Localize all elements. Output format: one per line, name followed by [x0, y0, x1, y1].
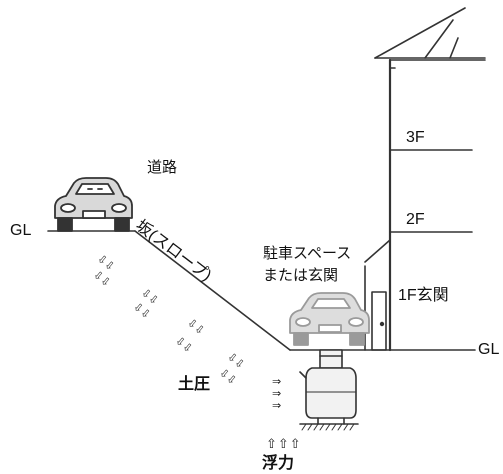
- car-in-parking: [289, 292, 370, 346]
- lateral-pressure-arrow: ⇒: [272, 400, 282, 412]
- parking-label-line2: または玄関: [263, 267, 339, 284]
- earth-pressure-label: 土圧: [178, 376, 211, 393]
- gl-left-label: GL: [10, 222, 32, 239]
- buoyancy-arrows: ⇧⇧⇧: [266, 436, 302, 451]
- gl-right-label: GL: [478, 341, 500, 358]
- car-on-road: [54, 177, 133, 232]
- lateral-pressure-arrow: ⇒: [272, 376, 282, 388]
- road-label: 道路: [147, 159, 178, 176]
- house: [364, 7, 486, 352]
- slope-line: [134, 230, 291, 351]
- lateral-pressure-arrow: ⇒: [272, 388, 282, 400]
- parking-label-line1: 駐車スペース: [263, 245, 352, 262]
- floor-3f-label: 3F: [406, 129, 425, 146]
- buoyancy-label: 浮力: [262, 455, 295, 472]
- floor-2f-label: 2F: [406, 211, 425, 228]
- underground-tank: [299, 349, 359, 431]
- floor-1f-entrance-label: 1F玄関: [398, 287, 449, 304]
